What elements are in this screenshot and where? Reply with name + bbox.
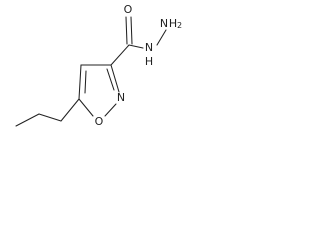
terminal-h-count-label: 2 xyxy=(177,21,182,30)
bond-propyl-to-ring xyxy=(60,98,80,122)
bond-ring-n-c3 xyxy=(110,64,120,93)
hydrazide-h-label: H xyxy=(145,55,153,68)
bond-carbonyl-double-b xyxy=(130,16,133,45)
ring-oxygen-label: O xyxy=(95,115,104,128)
chemical-structure: O N H N H 2 N O xyxy=(0,0,183,142)
bond-ring-c4-c5 xyxy=(78,64,82,100)
bond-carbonyl-n xyxy=(128,44,144,49)
bond-n-n xyxy=(156,29,167,46)
ring-nitrogen-label: N xyxy=(117,91,125,104)
bond-c3-carbonyl xyxy=(110,44,130,66)
bond-ring-c4-c5-inner xyxy=(84,70,87,94)
bond-carbonyl-double-a xyxy=(125,16,128,45)
bond-propyl-c2-c3 xyxy=(38,113,62,122)
structure-drawing: O N H N H 2 N O xyxy=(15,3,182,128)
bond-ring-c5-o xyxy=(78,98,94,117)
bond-ring-n-c3-inner xyxy=(106,68,115,91)
carbonyl-oxygen-label: O xyxy=(124,3,133,16)
terminal-n-label: N xyxy=(160,17,168,30)
hydrazide-n-label: N xyxy=(145,41,153,54)
bond-propyl-c1-c2 xyxy=(15,113,40,127)
terminal-h-label: H xyxy=(169,17,177,30)
bond-ring-o-n xyxy=(104,103,117,117)
